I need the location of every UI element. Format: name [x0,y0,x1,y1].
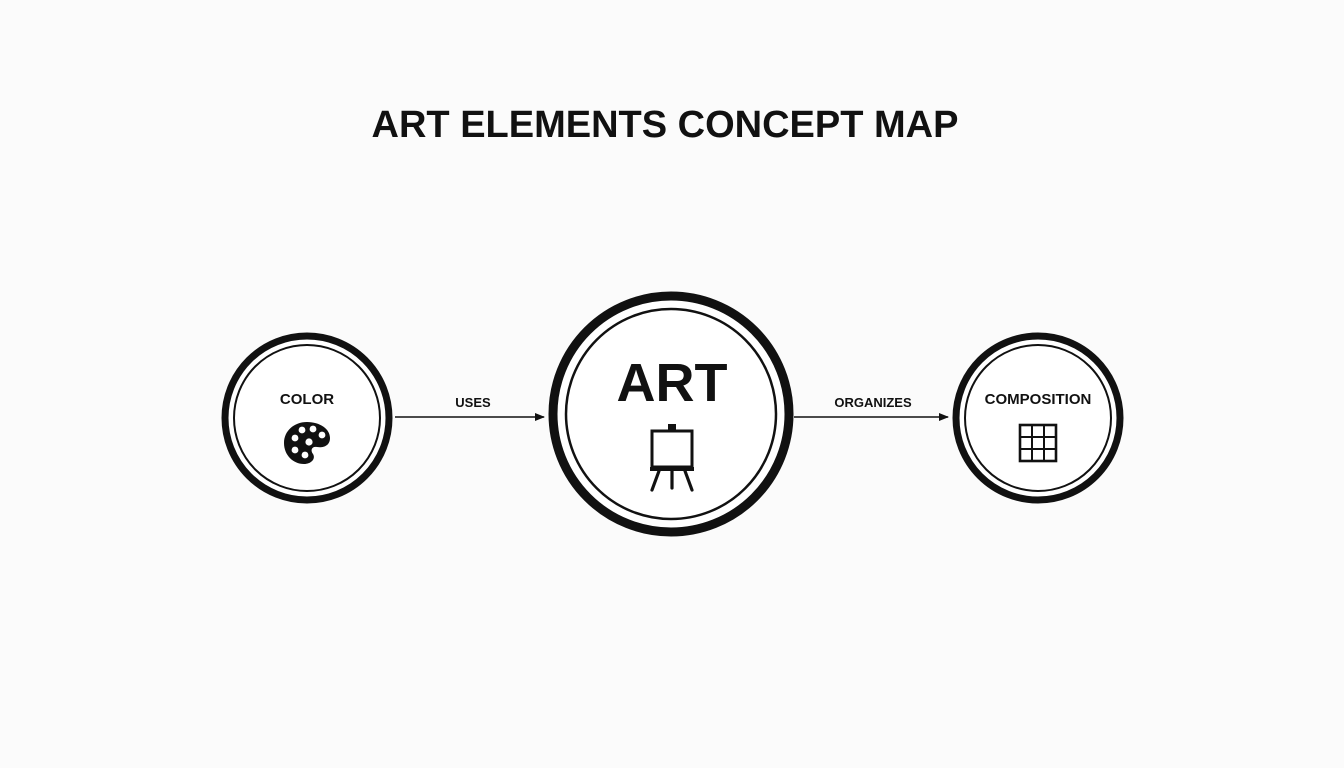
diagram-title: ART ELEMENTS CONCEPT MAP [372,104,959,146]
node-composition-label: COMPOSITION [985,391,1092,408]
node-composition: COMPOSITION [952,332,1124,504]
node-color-inner-ring [233,344,381,492]
edge-organizes-label: ORGANIZES [834,395,912,410]
node-color-outer-ring [221,332,393,504]
node-art-label: ART [617,353,728,413]
node-color-label: COLOR [280,391,334,408]
node-art-inner-ring [564,307,778,521]
edge-uses: USES [395,395,545,421]
palette-icon [284,422,330,464]
easel-icon [650,424,694,492]
node-composition-inner-ring [964,344,1112,492]
edge-uses-label: USES [455,395,491,410]
grid-icon [1018,423,1058,463]
edge-organizes: ORGANIZES [794,395,949,421]
node-art: ART [548,291,794,537]
node-composition-outer-ring [952,332,1124,504]
node-art-outer-ring [548,291,794,537]
node-color: COLOR [221,332,393,504]
